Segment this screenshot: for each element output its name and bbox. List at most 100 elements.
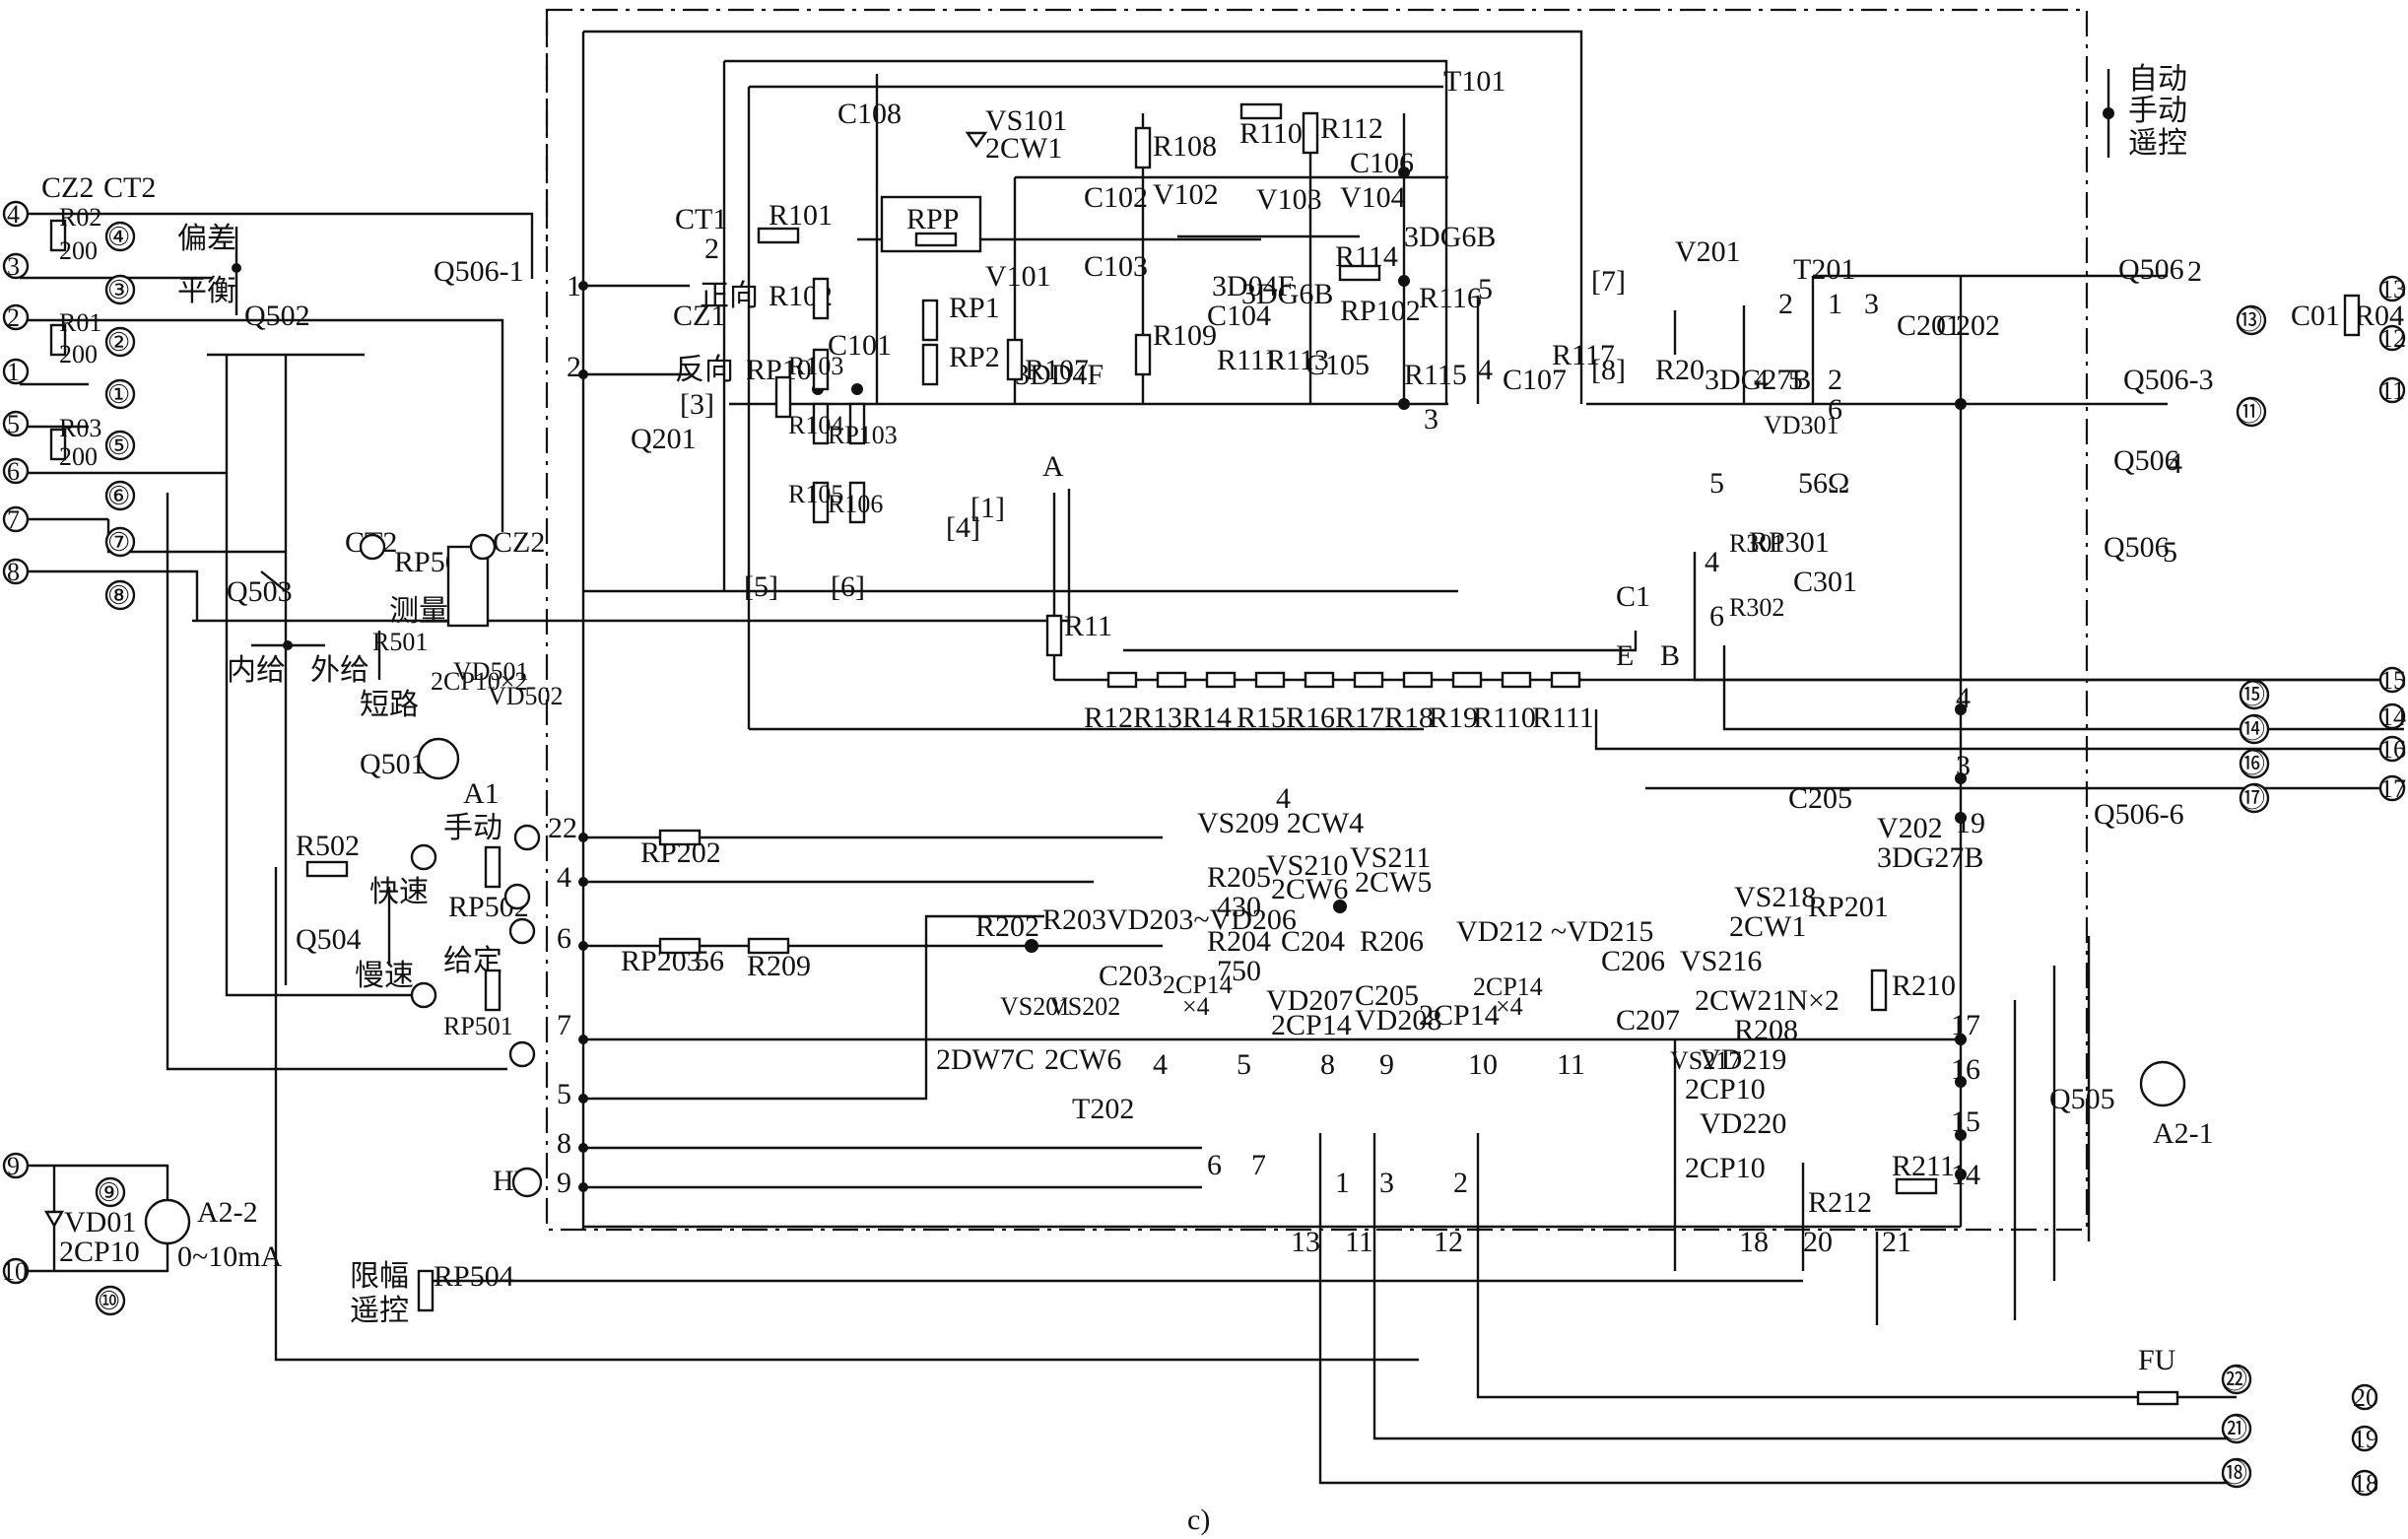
svg-text:外给: 外给: [310, 654, 369, 687]
terminal-20[interactable]: 20: [2351, 1383, 2378, 1412]
svg-text:3DG27B: 3DG27B: [1705, 364, 1811, 396]
terminal-4[interactable]: 4 ④: [2, 200, 136, 252]
svg-text:15: 15: [1951, 1105, 1980, 1138]
svg-text:C104: C104: [1207, 300, 1271, 332]
vd501-block: [446, 545, 490, 628]
svg-text:⑦: ⑦: [107, 528, 130, 557]
terminal-5[interactable]: 5 ⑤: [2, 410, 136, 461]
svg-text:⑧: ⑧: [107, 581, 130, 610]
terminal-11[interactable]: 11: [2378, 376, 2406, 405]
svg-text:5: 5: [1709, 467, 1724, 500]
svg-text:A1: A1: [463, 777, 500, 810]
svg-text:RP504: RP504: [434, 1260, 514, 1293]
svg-text:18: 18: [2353, 1469, 2378, 1498]
meter-a2-1: [2139, 1060, 2186, 1107]
svg-text:CT2: CT2: [103, 171, 156, 204]
svg-text:Q506: Q506: [2113, 444, 2179, 477]
svg-text:内给: 内给: [227, 654, 286, 687]
terminal-8[interactable]: 8 ⑧: [2, 558, 136, 611]
svg-text:R110: R110: [1473, 702, 1536, 734]
svg-text:200: 200: [59, 340, 98, 368]
terminal-13[interactable]: 13: [2378, 275, 2406, 303]
svg-text:⑰: ⑰: [2240, 784, 2265, 813]
svg-text:VD01: VD01: [64, 1206, 136, 1238]
svg-text:A: A: [1042, 450, 1064, 483]
svg-text:Q501: Q501: [360, 748, 426, 780]
svg-text:C108: C108: [837, 98, 902, 130]
svg-text:㉑: ㉑: [2222, 1415, 2247, 1443]
svg-text:Q506-1: Q506-1: [434, 255, 524, 288]
term-1-int: [469, 533, 497, 561]
svg-text:2CP14: 2CP14: [1419, 999, 1500, 1032]
svg-text:R14: R14: [1182, 702, 1232, 734]
svg-text:2CW1: 2CW1: [1729, 910, 1806, 943]
svg-text:6: 6: [557, 922, 571, 955]
svg-text:2CP10: 2CP10: [59, 1236, 140, 1268]
left-terminal-block: 4 ④ 3 ③ 2 ② 1 ① 5 ⑤: [2, 171, 156, 611]
svg-text:R02: R02: [59, 203, 101, 232]
terminal-2[interactable]: 2 ②: [2, 303, 136, 358]
svg-text:VS101: VS101: [985, 104, 1067, 137]
amplifier-stage: R108 R110 R112 C106 V102 3D04F V103 V104…: [1134, 65, 1505, 435]
svg-text:430: 430: [1217, 891, 1261, 923]
terminal-15[interactable]: 15: [2378, 666, 2406, 695]
svg-text:R20: R20: [1655, 354, 1705, 386]
svg-text:FU: FU: [2138, 1344, 2176, 1376]
svg-text:13: 13: [2380, 275, 2406, 303]
svg-text:V101: V101: [985, 260, 1051, 293]
svg-text:C207: C207: [1616, 1004, 1680, 1037]
svg-text:短路: 短路: [360, 689, 419, 721]
svg-text:2CP14: 2CP14: [1271, 1009, 1352, 1041]
terminal-7[interactable]: 7 ⑦: [2, 505, 136, 558]
svg-text:RP301: RP301: [1749, 526, 1830, 559]
svg-text:[1]: [1]: [970, 492, 1005, 524]
svg-text:3DG6B: 3DG6B: [1241, 278, 1333, 310]
svg-text:A2-1: A2-1: [2153, 1117, 2214, 1150]
svg-text:Q201: Q201: [631, 423, 697, 455]
svg-text:R212: R212: [1808, 1186, 1872, 1219]
svg-text:14: 14: [2380, 703, 2406, 731]
svg-text:0~10mA: 0~10mA: [177, 1240, 283, 1273]
switch-q503[interactable]: [260, 570, 287, 592]
svg-text:③: ③: [107, 276, 130, 304]
svg-text:④: ④: [107, 223, 130, 251]
terminal-3[interactable]: 3 ③: [2, 252, 136, 305]
junction-dots: [578, 167, 1967, 1192]
terminal-12[interactable]: 12: [2378, 324, 2406, 353]
svg-text:20: 20: [2353, 1383, 2378, 1412]
svg-text:VS210: VS210: [1266, 849, 1348, 882]
svg-text:⑱: ⑱: [2222, 1459, 2247, 1488]
terminal-1[interactable]: 1 ①: [2, 358, 136, 410]
svg-text:Q506-6: Q506-6: [2094, 798, 2184, 831]
svg-text:6: 6: [7, 457, 20, 486]
svg-text:2CW6: 2CW6: [1044, 1043, 1121, 1076]
svg-text:慢速: 慢速: [355, 960, 414, 992]
svg-text:Q506: Q506: [2118, 253, 2184, 286]
svg-text:22: 22: [548, 812, 577, 844]
svg-text:1: 1: [567, 270, 581, 302]
svg-text:⑩: ⑩: [98, 1287, 120, 1315]
svg-text:VD301: VD301: [1764, 411, 1839, 439]
svg-text:R13: R13: [1133, 702, 1182, 734]
terminal-18[interactable]: 18: [2351, 1469, 2378, 1498]
svg-text:R111: R111: [1217, 344, 1279, 376]
svg-text:2DW7C: 2DW7C: [936, 1043, 1035, 1076]
term-3-int: [508, 1040, 536, 1068]
terminal-14[interactable]: 14: [2378, 703, 2406, 731]
svg-text:Q503: Q503: [227, 575, 293, 608]
indicator-lamp-hl: [511, 1167, 543, 1198]
svg-text:7: 7: [1251, 1149, 1266, 1181]
terminal-19[interactable]: 19: [2351, 1425, 2378, 1453]
terminal-17[interactable]: 17: [2378, 774, 2406, 803]
terminal-6[interactable]: 6 ⑥: [2, 457, 136, 511]
svg-text:[7]: [7]: [1591, 265, 1626, 298]
svg-text:20: 20: [1803, 1226, 1833, 1258]
svg-text:Q506-3: Q506-3: [2123, 364, 2214, 396]
svg-text:RP103: RP103: [828, 421, 898, 449]
svg-text:2: 2: [1453, 1167, 1468, 1199]
svg-text:V103: V103: [1256, 183, 1322, 216]
svg-text:Q505: Q505: [2049, 1083, 2115, 1115]
svg-text:1: 1: [1828, 288, 1842, 320]
svg-text:C301: C301: [1793, 566, 1857, 598]
terminal-16[interactable]: 16: [2378, 735, 2406, 764]
